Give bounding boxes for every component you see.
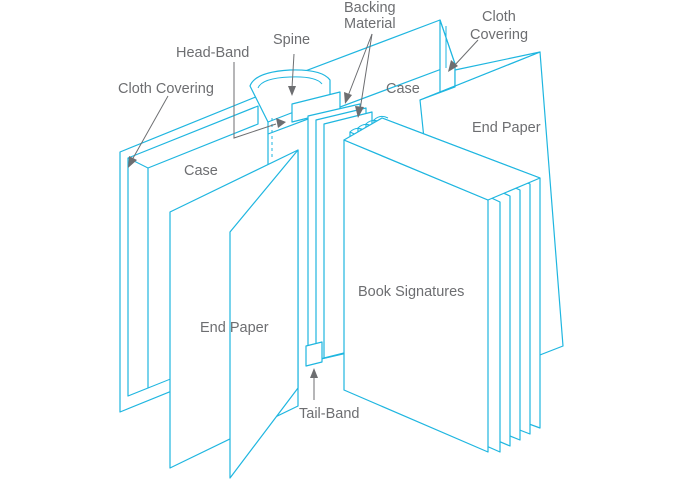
backing-material-label-line2: Material: [344, 16, 396, 32]
cloth-covering-right-label-line1: Cloth: [482, 9, 516, 25]
end-paper-right-label: End Paper: [472, 120, 541, 136]
case-right-label: Case: [386, 81, 420, 97]
spine-label: Spine: [273, 32, 310, 48]
tail-band-label: Tail-Band: [299, 406, 359, 422]
leader-lines: [128, 33, 479, 400]
book-signatures: [343, 115, 541, 453]
tail-band: [305, 341, 323, 367]
end-paper-left: [169, 149, 299, 479]
end-paper-left-label: End Paper: [200, 320, 269, 336]
spine: [249, 69, 331, 160]
cloth-covering-left-label: Cloth Covering: [118, 81, 214, 97]
backing-material-label-line1: Backing: [344, 0, 396, 16]
cloth-covering-right-label-line2: Covering: [470, 27, 528, 43]
case-left-label: Case: [184, 163, 218, 179]
book-signatures-label: Book Signatures: [358, 284, 464, 300]
head-band-label: Head-Band: [176, 45, 249, 61]
